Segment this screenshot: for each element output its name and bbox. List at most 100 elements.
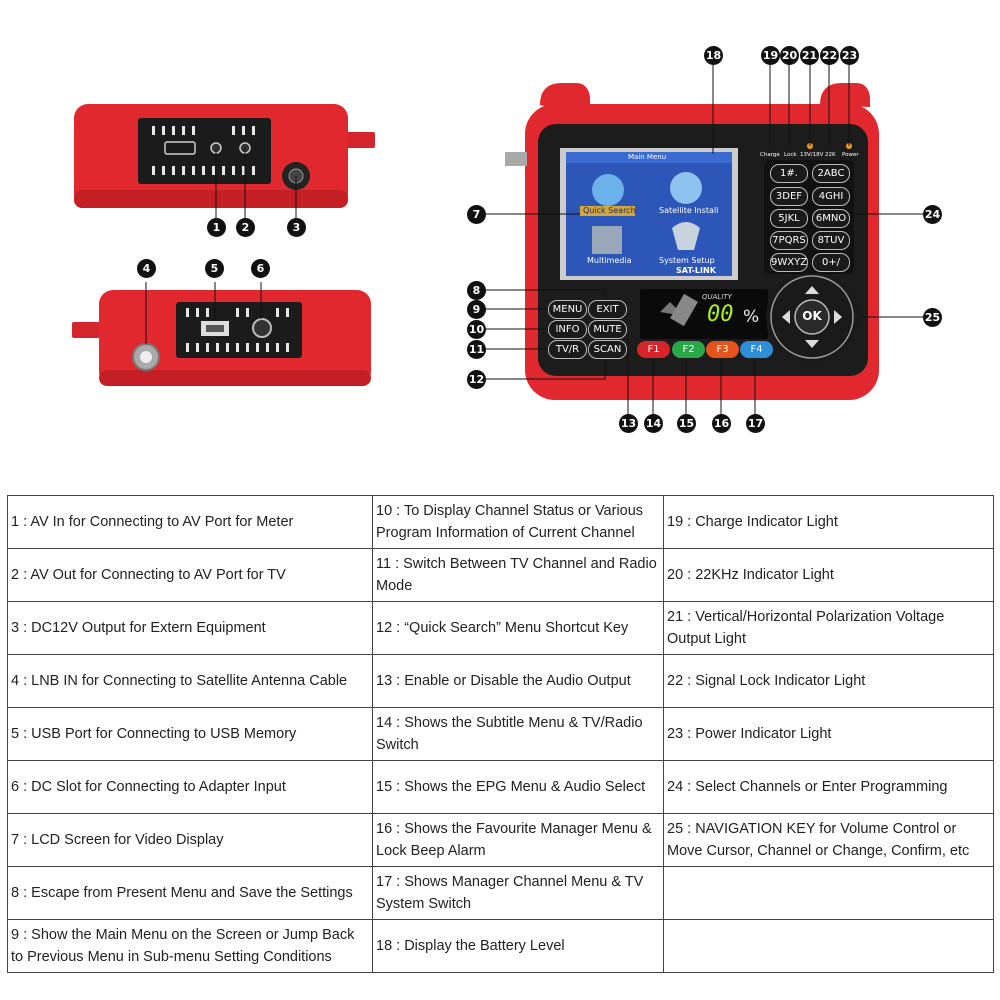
table-cell: 1 : AV In for Connecting to AV Port for …: [7, 495, 373, 549]
indicator-lock: Lock: [784, 152, 797, 158]
f1-key[interactable]: F1: [637, 341, 670, 358]
table-row: 8 : Escape from Present Menu and Save th…: [7, 866, 994, 920]
numeric-key-8[interactable]: 8TUV: [812, 231, 850, 250]
table-cell: 7 : LCD Screen for Video Display: [7, 813, 373, 867]
indicator-22k: 22K: [825, 152, 836, 158]
side-view-bottom: [72, 282, 371, 386]
callout-1: 1: [207, 218, 226, 237]
table-cell: 13 : Enable or Disable the Audio Output: [372, 654, 664, 708]
callout-13: 13: [619, 414, 638, 433]
spec-table: 1 : AV In for Connecting to AV Port for …: [7, 495, 994, 973]
table-cell: 11 : Switch Between TV Channel and Radio…: [372, 548, 664, 602]
callout-7: 7: [467, 205, 486, 224]
callout-12: 12: [467, 370, 486, 389]
table-cell: 10 : To Display Channel Status or Variou…: [372, 495, 664, 549]
callout-3: 3: [287, 218, 306, 237]
table-cell: 2 : AV Out for Connecting to AV Port for…: [7, 548, 373, 602]
callout-16: 16: [712, 414, 731, 433]
table-cell: 15 : Shows the EPG Menu & Audio Select: [372, 760, 664, 814]
callout-5: 5: [205, 259, 224, 278]
callout-19: 19: [761, 46, 780, 65]
side-view-top: [74, 104, 375, 220]
quality-label: QUALITY: [702, 293, 732, 301]
numeric-key-1[interactable]: 1#.: [770, 164, 808, 183]
callout-4: 4: [137, 259, 156, 278]
callout-21: 21: [800, 46, 819, 65]
menu-key[interactable]: MENU: [548, 300, 587, 319]
scan-key[interactable]: SCAN: [588, 340, 627, 359]
table-cell: 16 : Shows the Favourite Manager Menu & …: [372, 813, 664, 867]
quality-value: 00: [707, 302, 734, 327]
table-cell: 25 : NAVIGATION KEY for Volume Control o…: [663, 813, 994, 867]
callout-2: 2: [236, 218, 255, 237]
callout-8: 8: [467, 281, 486, 300]
f4-key[interactable]: F4: [740, 341, 773, 358]
callout-20: 20: [780, 46, 799, 65]
table-cell: 22 : Signal Lock Indicator Light: [663, 654, 994, 708]
numeric-key-0[interactable]: 0+/: [812, 253, 850, 272]
table-row: 9 : Show the Main Menu on the Screen or …: [7, 919, 994, 973]
callout-15: 15: [677, 414, 696, 433]
info-key[interactable]: INFO: [548, 320, 587, 339]
numeric-key-2[interactable]: 2ABC: [812, 164, 850, 183]
indicator-power: Power: [842, 152, 859, 158]
screen-title: Main Menu: [628, 153, 667, 161]
table-cell: 18 : Display the Battery Level: [372, 919, 664, 973]
callout-23: 23: [840, 46, 859, 65]
exit-key[interactable]: EXIT: [588, 300, 627, 319]
callout-14: 14: [644, 414, 663, 433]
table-cell: [663, 866, 994, 920]
numeric-key-3[interactable]: 3DEF: [770, 187, 808, 206]
callout-11: 11: [467, 340, 486, 359]
callout-18: 18: [704, 46, 723, 65]
numeric-key-5[interactable]: 5JKL: [770, 209, 808, 228]
front-view: [478, 56, 932, 423]
callout-17: 17: [746, 414, 765, 433]
table-cell: 12 : “Quick Search” Menu Shortcut Key: [372, 601, 664, 655]
numeric-key-6[interactable]: 6MNO: [812, 209, 850, 228]
table-cell: 3 : DC12V Output for Extern Equipment: [7, 601, 373, 655]
table-row: 5 : USB Port for Connecting to USB Memor…: [7, 707, 994, 761]
numeric-key-9[interactable]: 9WXYZ: [770, 253, 808, 272]
callout-25: 25: [923, 308, 942, 327]
screen-item-satellite-install: Satellite Install: [659, 206, 719, 215]
screen-brand: SAT-LINK: [676, 266, 716, 275]
spec-table-body: 1 : AV In for Connecting to AV Port for …: [7, 495, 994, 973]
table-cell: 6 : DC Slot for Connecting to Adapter In…: [7, 760, 373, 814]
table-cell: [663, 919, 994, 973]
callout-9: 9: [467, 300, 486, 319]
indicator-13v18v: 13V/18V: [800, 152, 824, 158]
table-cell: 4 : LNB IN for Connecting to Satellite A…: [7, 654, 373, 708]
ok-key[interactable]: OK: [802, 309, 822, 323]
screen-item-multimedia: Multimedia: [587, 256, 632, 265]
table-row: 2 : AV Out for Connecting to AV Port for…: [7, 548, 994, 602]
callout-10: 10: [467, 320, 486, 339]
mute-key[interactable]: MUTE: [588, 320, 627, 339]
screen-item-system-setup: System Setup: [659, 256, 715, 265]
quality-unit: %: [743, 307, 760, 327]
f3-key[interactable]: F3: [706, 341, 739, 358]
f2-key[interactable]: F2: [672, 341, 705, 358]
table-cell: 9 : Show the Main Menu on the Screen or …: [7, 919, 373, 973]
indicator-charge: Charge: [760, 152, 780, 158]
callout-6: 6: [251, 259, 270, 278]
table-cell: 5 : USB Port for Connecting to USB Memor…: [7, 707, 373, 761]
callout-22: 22: [820, 46, 839, 65]
table-cell: 20 : 22KHz Indicator Light: [663, 548, 994, 602]
table-cell: 14 : Shows the Subtitle Menu & TV/Radio …: [372, 707, 664, 761]
numeric-key-7[interactable]: 7PQRS: [770, 231, 808, 250]
product-diagram: Main Menu Quick Search Satellite Install…: [0, 0, 1000, 470]
screen-item-quick-search: Quick Search: [583, 206, 636, 215]
table-cell: 21 : Vertical/Horizontal Polarization Vo…: [663, 601, 994, 655]
table-row: 6 : DC Slot for Connecting to Adapter In…: [7, 760, 994, 814]
device-illustration: [72, 56, 932, 423]
numeric-key-4[interactable]: 4GHI: [812, 187, 850, 206]
callout-24: 24: [923, 205, 942, 224]
table-cell: 23 : Power Indicator Light: [663, 707, 994, 761]
table-row: 4 : LNB IN for Connecting to Satellite A…: [7, 654, 994, 708]
tv-radio-key[interactable]: TV/R: [548, 340, 587, 359]
table-cell: 17 : Shows Manager Channel Menu & TV Sys…: [372, 866, 664, 920]
table-cell: 8 : Escape from Present Menu and Save th…: [7, 866, 373, 920]
table-row: 1 : AV In for Connecting to AV Port for …: [7, 495, 994, 549]
